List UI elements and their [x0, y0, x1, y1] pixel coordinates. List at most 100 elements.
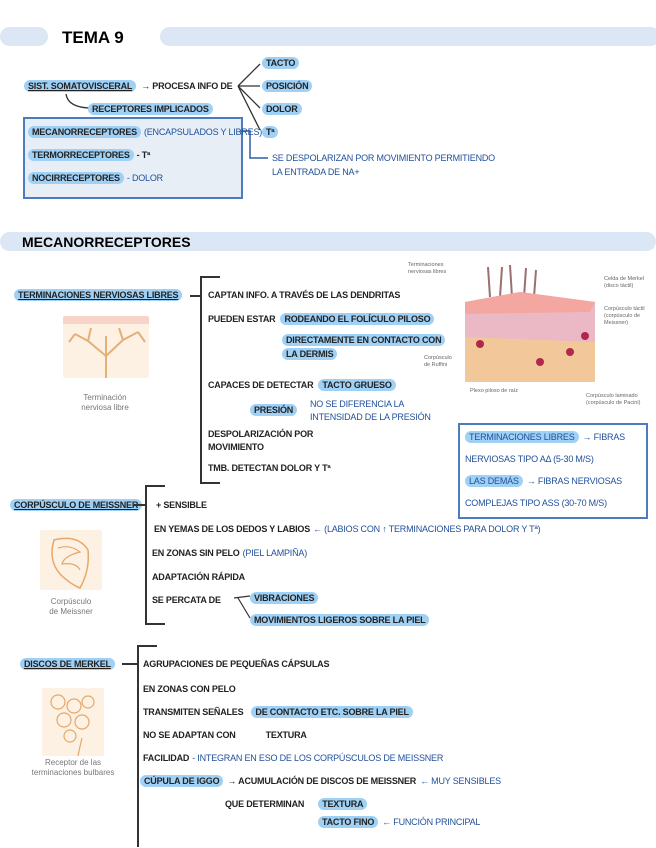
receptor-row: NOCIRRECEPTORES - DOLOR	[28, 172, 163, 184]
free-item: DIRECTAMENTE EN CONTACTO CON	[282, 334, 446, 346]
free-endings-label: TERMINACIONES NERVIOSAS LIBRES	[14, 289, 183, 301]
header-bar-left	[0, 27, 48, 46]
section-bar	[0, 232, 656, 251]
free-row: PUEDEN ESTAR RODEANDO EL FOLÍCULO PILOSO	[208, 313, 435, 325]
free-item: RODEANDO EL FOLÍCULO PILOSO	[280, 313, 435, 325]
page-title: TEMA 9	[62, 28, 124, 47]
processes-text: → PROCESA INFO DE	[141, 81, 233, 91]
merkel-item: FACILIDAD	[143, 753, 190, 763]
meissner-row: EN YEMAS DE LOS DEDOS Y LABIOS ← (LABIOS…	[154, 523, 541, 535]
fibers-line: → FIBRAS	[582, 432, 626, 442]
receptor-row: TERMORRECEPTORES - Tª	[28, 149, 150, 161]
merkel-row: FACILIDAD - INTEGRAN EN ESO DE LOS CORPÚ…	[143, 752, 443, 764]
sense-item: Tª	[262, 126, 279, 138]
meissner-item: EN ZONAS SIN PELO	[152, 548, 240, 558]
merkel-note: - INTEGRAN EN ESO DE LOS CORPÚSCULOS DE …	[192, 753, 444, 763]
receptor-mech: MECANORRECEPTORES	[28, 126, 141, 138]
fibers-line: COMPLEJAS TIPO Aß (30-70 m/s)	[465, 498, 607, 508]
connector	[134, 504, 145, 506]
meissner-row: EN ZONAS SIN PELO (PIEL LAMPIÑA)	[152, 547, 307, 559]
free-nerve-ending-image	[63, 316, 149, 378]
meissner-item: EN YEMAS DE LOS DEDOS Y LABIOS	[154, 524, 311, 534]
free-item: TMB. DETECTAN DOLOR Y Tª	[208, 463, 331, 473]
receptor-noci: NOCIRRECEPTORES	[28, 172, 124, 184]
diagram-label: Celda de Merkel(disco táctil)	[604, 276, 645, 289]
sense-item: TACTO	[262, 57, 300, 69]
receptors-label: RECEPTORES IMPLICADOS	[88, 103, 213, 115]
merkel-item: TEXTURA	[265, 730, 307, 740]
merkel-item: DE CONTACTO etc. SOBRE LA PIEL	[251, 706, 413, 718]
free-item: PUEDEN ESTAR	[208, 314, 276, 324]
receptor-thermo-note: - Tª	[136, 150, 151, 160]
fibers-line: TERMINACIONES LIBRES	[465, 431, 579, 443]
free-item: TACTO GRUESO	[318, 379, 396, 391]
receptor-row: MECANORRECEPTORES (ENCAPSULADOS Y LIBRES…	[28, 126, 262, 138]
merkel-row: NO SE ADAPTAN CON TEXTURA	[143, 729, 307, 741]
skin-diagram-image	[465, 264, 595, 382]
meissner-image	[40, 530, 102, 590]
bracket	[200, 276, 220, 484]
sense-item: DOLOR	[262, 103, 302, 115]
merkel-label: DISCOS DE MERKEL	[20, 658, 115, 670]
merkel-row: QUE DETERMINAN TEXTURA	[225, 798, 368, 810]
merkel-item: → ACUMULACIÓN DE DISCOS DE MEISSNER	[227, 776, 417, 786]
free-row: CAPACES DE DETECTAR TACTO GRUESO	[208, 379, 396, 391]
free-note: INTENSIDAD DE LA PRESIÓN	[310, 412, 431, 422]
free-item: LA DERMIS	[282, 348, 338, 360]
system-label: SIST. SOMATOVISCERAL	[24, 80, 137, 92]
free-item: CAPTAN INFO. A TRAVÉS DE LAS DENDRITAS	[208, 290, 401, 300]
meissner-label: CORPÚSCULO DE MEISSNER	[10, 499, 143, 511]
meissner-item: + SENSIBLE	[156, 500, 207, 510]
fibers-row: LAS DEMÁS → FIBRAS NERVIOSAS	[465, 475, 641, 487]
merkel-note: ← FUNCIÓN PRINCIPAL	[382, 817, 481, 827]
system-row: SIST. SOMATOVISCERAL → PROCESA INFO DE	[24, 80, 233, 92]
merkel-item: AGRUPACIONES DE PEQUEÑAS CÁPSULAS	[143, 659, 330, 669]
fibers-line: LAS DEMÁS	[465, 475, 523, 487]
merkel-item: TEXTURA	[318, 798, 368, 810]
merkel-note: ← MUY SENSIBLES	[420, 776, 501, 786]
meissner-item: ADAPTACIÓN RÁPIDA	[152, 572, 245, 582]
fibers-line: NERVIOSAS TIPO Aδ (5-30 m/s)	[465, 454, 594, 464]
merkel-item: NO SE ADAPTAN CON	[143, 730, 236, 740]
bracket	[145, 485, 165, 625]
merkel-row: TRANSMITEN SEÑALES DE CONTACTO etc. SOBR…	[143, 706, 413, 718]
fibers-line: → FIBRAS NERVIOSAS	[526, 476, 622, 486]
receptor-noci-note: - DOLOR	[126, 173, 163, 183]
meissner-note: (PIEL LAMPIÑA)	[242, 548, 308, 558]
section-title: MECANORRECEPTORES	[22, 234, 191, 250]
depolarize-note-2: LA ENTRADA DE Na+	[272, 167, 360, 177]
fibers-row: TERMINACIONES LIBRES → FIBRAS	[465, 431, 641, 443]
merkel-row: CÚPULA DE IGGO → ACUMULACIÓN DE DISCOS D…	[140, 775, 501, 787]
merkel-item: TACTO FINO	[318, 816, 379, 828]
merkel-row: TACTO FINO ← FUNCIÓN PRINCIPAL	[318, 816, 480, 828]
free-item: CAPACES DE DETECTAR	[208, 380, 314, 390]
free-item: DESPOLARIZACIÓN POR	[208, 429, 314, 439]
branch-lines	[237, 63, 261, 131]
receptor-mech-note: (ENCAPSULADOS Y LIBRES)	[143, 127, 263, 137]
bracket	[137, 645, 157, 847]
sense-item: POSICIÓN	[262, 80, 313, 92]
branch-lines	[233, 595, 251, 619]
meissner-item: SE PERCATA DE	[152, 595, 221, 605]
depolarize-note: SE DESPOLARIZAN POR MOVIMIENTO PERMITIEN…	[272, 153, 495, 163]
free-item: PRESIÓN	[250, 404, 298, 416]
diagram-label: Corpúsculo laminado(corpúsculo de Pacini…	[586, 393, 641, 406]
merkel-item: TRANSMITEN SEÑALES	[143, 707, 244, 717]
meissner-item: VIBRACIONES	[250, 592, 319, 604]
merkel-item: EN ZONAS CON PELO	[143, 684, 236, 694]
merkel-item: CÚPULA DE IGGO	[140, 775, 224, 787]
meissner-note: ← (LABIOS CON ↑ TERMINACIONES PARA DOLOR…	[313, 524, 541, 534]
merkel-image	[42, 688, 104, 756]
fibers-box: TERMINACIONES LIBRES → FIBRAS NERVIOSAS …	[458, 423, 648, 519]
free-note: NO SE DIFERENCIA LA	[310, 399, 405, 409]
free-item: MOVIMIENTO	[208, 442, 264, 452]
meissner-item: MOVIMIENTOS LIGEROS SOBRE LA PIEL	[250, 614, 430, 626]
merkel-item: QUE DETERMINAN	[225, 799, 305, 809]
